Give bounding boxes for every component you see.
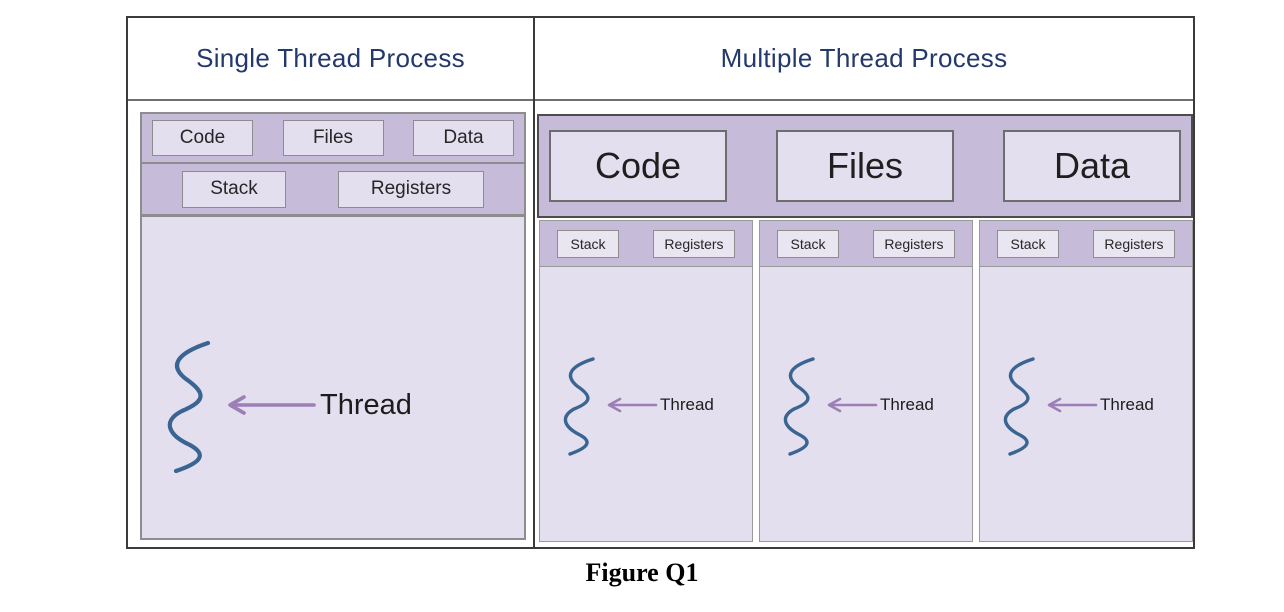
- thread-registers-label: Registers: [1104, 235, 1164, 252]
- resource-label-code: Code: [179, 127, 226, 148]
- thread-glyph: Thread: [998, 353, 1154, 457]
- resource-label-data: Data: [443, 127, 484, 148]
- thread-stack-label: Stack: [570, 235, 606, 252]
- resource-box-stack: Stack: [182, 170, 286, 208]
- shared-resource-label-data: Data: [1053, 145, 1131, 186]
- thread-stack-label: Stack: [790, 235, 826, 252]
- single-thread-resource-row-1: Code Files Data: [142, 114, 524, 164]
- shared-resource-box-code: Code: [549, 130, 727, 202]
- figure-caption: Figure Q1: [585, 558, 699, 587]
- thread-label: Thread: [660, 395, 714, 414]
- thread-squiggle-icon: [563, 357, 595, 456]
- multiple-thread-body: Code Files Data Stack Registers: [537, 114, 1193, 542]
- thread-squiggle-icon: [1003, 357, 1035, 456]
- thread-squiggle-icon: [167, 340, 211, 474]
- thread-stack-box: Stack: [997, 229, 1059, 258]
- single-thread-title: Single Thread Process: [196, 43, 465, 73]
- single-thread-body: Code Files Data Stack Registers: [140, 112, 526, 540]
- thread-registers-box: Registers: [1093, 229, 1175, 258]
- thread-label: Thread: [1100, 395, 1154, 414]
- thread-registers-label: Registers: [664, 235, 724, 252]
- left-arrow-icon: [607, 397, 658, 413]
- thread-glyph: Thread: [778, 353, 934, 457]
- resource-label-registers: Registers: [370, 178, 452, 199]
- thread-stack-box: Stack: [777, 229, 839, 258]
- multiple-thread-title: Multiple Thread Process: [720, 43, 1008, 73]
- thread-squiggle-icon: [783, 357, 815, 456]
- single-thread-header: Single Thread Process: [128, 18, 533, 101]
- resource-label-files: Files: [312, 127, 354, 148]
- left-arrow-icon: [228, 395, 316, 415]
- shared-resource-box-data: Data: [1003, 130, 1181, 202]
- thread-resource-row: Stack Registers: [980, 221, 1192, 267]
- thread-column: Stack Registers T: [759, 220, 973, 542]
- thread-column: Stack Registers T: [539, 220, 753, 542]
- thread-label: Thread: [880, 395, 934, 414]
- thread-stack-box: Stack: [557, 229, 619, 258]
- left-arrow-icon: [1047, 397, 1098, 413]
- single-thread-resource-row-2: Stack Registers: [142, 164, 524, 216]
- single-thread-process-panel: Single Thread Process Code Files Data St…: [126, 16, 535, 549]
- resource-label-stack: Stack: [210, 178, 258, 199]
- thread-area: Thread: [980, 267, 1192, 541]
- single-thread-area: Thread: [142, 216, 524, 538]
- resource-box-data: Data: [413, 120, 514, 156]
- shared-resource-label-code: Code: [594, 145, 682, 186]
- resource-box-code: Code: [152, 120, 253, 156]
- thread-glyph: Thread: [160, 335, 412, 475]
- left-arrow-icon: [827, 397, 878, 413]
- multiple-thread-header: Multiple Thread Process: [535, 18, 1193, 101]
- shared-resources-band: Code Files Data: [537, 114, 1193, 218]
- thread-resource-row: Stack Registers: [540, 221, 752, 267]
- multiple-thread-process-panel: Multiple Thread Process Code Files Data …: [535, 16, 1195, 549]
- thread-area: Thread: [760, 267, 972, 541]
- thread-label: Thread: [320, 388, 412, 421]
- thread-registers-label: Registers: [884, 235, 944, 252]
- resource-box-registers: Registers: [338, 170, 484, 208]
- thread-glyph: Thread: [558, 353, 714, 457]
- shared-resource-label-files: Files: [826, 145, 903, 186]
- thread-column: Stack Registers T: [979, 220, 1193, 542]
- thread-registers-box: Registers: [873, 229, 955, 258]
- shared-resource-box-files: Files: [776, 130, 954, 202]
- thread-area: Thread: [540, 267, 752, 541]
- thread-registers-box: Registers: [653, 229, 735, 258]
- thread-stack-label: Stack: [1010, 235, 1046, 252]
- resource-box-files: Files: [282, 120, 384, 156]
- thread-resource-row: Stack Registers: [760, 221, 972, 267]
